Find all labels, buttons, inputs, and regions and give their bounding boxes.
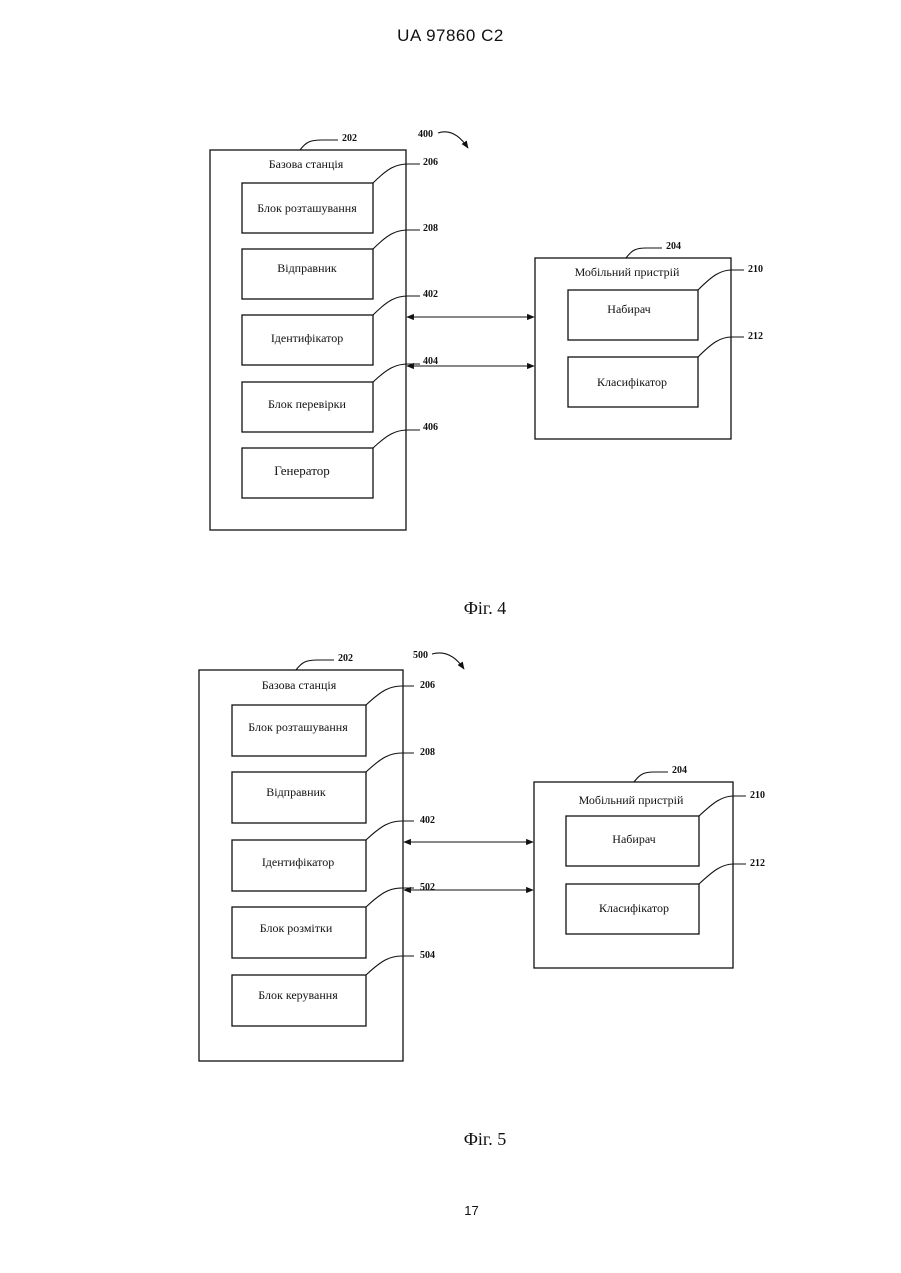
fig5-ref-206: 206 (420, 680, 435, 691)
fig5-ref-402: 402 (420, 815, 435, 826)
fig4-leader-208 (373, 230, 420, 249)
fig5-block-control-label: Блок керування (258, 988, 338, 1002)
fig4-ref-212: 212 (748, 331, 763, 342)
figure-4-caption: Фіг. 4 (0, 598, 901, 619)
fig5-leader-208 (366, 753, 414, 772)
fig4-leader-406 (373, 430, 420, 448)
fig4-block-generator-label: Генератор (274, 463, 329, 478)
fig5-ref-208: 208 (420, 747, 435, 758)
figure-5: 500 Базова станція 202 Блок розташування… (199, 650, 765, 1061)
fig5-mobile-ref: 204 (672, 765, 687, 776)
fig4-base-station-leader (300, 140, 338, 150)
fig5-mobile-box (534, 782, 733, 968)
fig5-ref-502: 502 (420, 882, 435, 893)
fig4-mobile-classifier-label: Класифікатор (597, 375, 667, 389)
fig5-leader-402 (366, 821, 414, 840)
fig4-ref-206: 206 (423, 157, 438, 168)
fig4-mobile-title: Мобільний пристрій (575, 265, 680, 279)
fig5-block-markup-label: Блок розмітки (260, 921, 333, 935)
fig5-base-station-ref: 202 (338, 653, 353, 664)
fig5-leader-212 (699, 864, 746, 884)
fig5-base-station-title: Базова станція (262, 678, 337, 692)
fig4-block-sender-label: Відправник (277, 261, 337, 275)
fig4-mobile-dialer-label: Набирач (607, 302, 650, 316)
fig4-mobile-box (535, 258, 731, 439)
fig4-ref-406: 406 (423, 422, 438, 433)
figure-5-caption: Фіг. 5 (0, 1129, 901, 1150)
fig5-mobile-leader (634, 772, 668, 782)
fig4-ref-210: 210 (748, 264, 763, 275)
fig5-ref-500-arrow (432, 653, 464, 669)
figure-4: 400 Базова станція 202 Блок розташування… (210, 129, 763, 530)
fig5-leader-206 (366, 686, 414, 705)
fig4-base-station-ref: 202 (342, 133, 357, 144)
fig5-leader-502 (366, 888, 414, 907)
fig4-mobile-ref: 204 (666, 241, 681, 252)
fig5-ref-504: 504 (420, 950, 435, 961)
fig5-leader-504 (366, 956, 414, 975)
fig5-ref-210: 210 (750, 790, 765, 801)
fig4-base-station-title: Базова станція (269, 157, 344, 171)
fig5-base-station-leader (296, 660, 334, 670)
fig5-block-identifier-label: Ідентифікатор (262, 855, 334, 869)
fig4-ref-400-arrow (438, 132, 468, 148)
fig5-block-location-label: Блок розташування (248, 720, 348, 734)
fig4-ref-400: 400 (418, 129, 433, 140)
fig4-mobile-leader (626, 248, 662, 258)
fig4-leader-404 (373, 364, 420, 382)
fig4-block-identifier-label: Ідентифікатор (271, 331, 343, 345)
fig5-ref-212: 212 (750, 858, 765, 869)
fig5-mobile-dialer-label: Набирач (612, 832, 655, 846)
fig5-mobile-classifier-label: Класифікатор (599, 901, 669, 915)
fig4-leader-210 (698, 270, 744, 290)
fig4-ref-208: 208 (423, 223, 438, 234)
fig4-ref-402: 402 (423, 289, 438, 300)
fig4-leader-402 (373, 296, 420, 315)
fig5-ref-500: 500 (413, 650, 428, 661)
fig4-leader-212 (698, 337, 744, 357)
fig4-ref-404: 404 (423, 356, 438, 367)
fig4-block-location-label: Блок розташування (257, 201, 357, 215)
fig5-block-sender-label: Відправник (266, 785, 326, 799)
fig4-leader-206 (373, 164, 420, 183)
fig5-mobile-title: Мобільний пристрій (579, 793, 684, 807)
fig5-leader-210 (699, 796, 746, 816)
fig4-block-verification-label: Блок перевірки (268, 397, 346, 411)
page-number: 17 (0, 1203, 901, 1218)
